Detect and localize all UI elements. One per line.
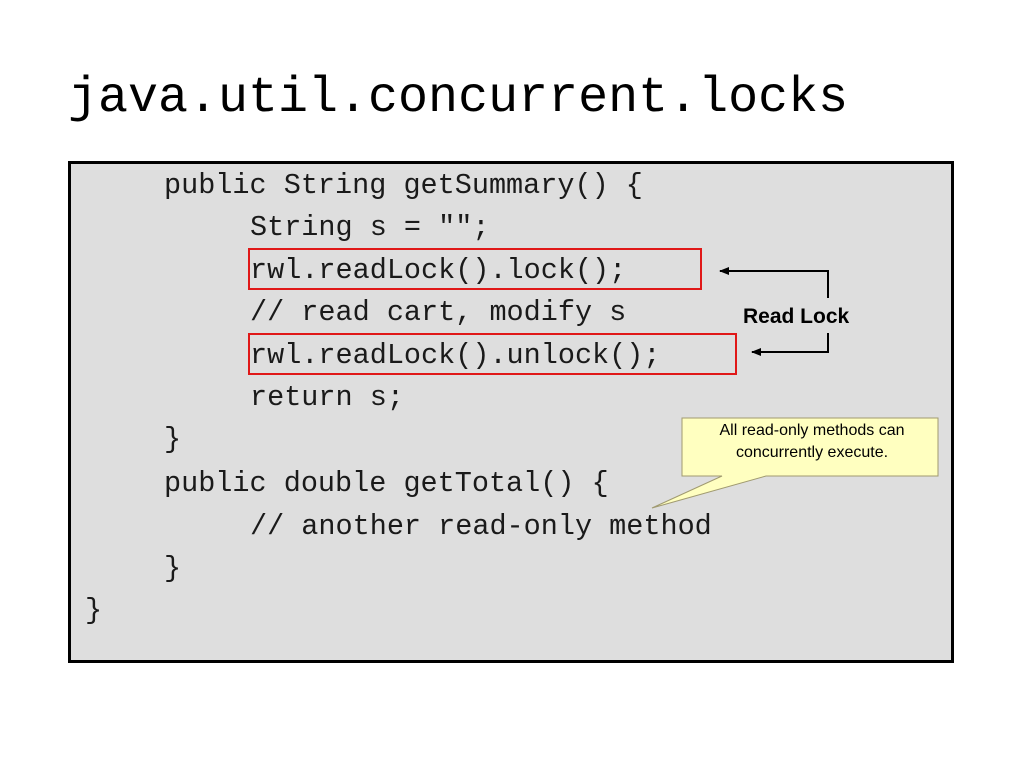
read-lock-bracket-arrow [719,267,829,298]
slide-title: java.util.concurrent.locks [68,70,849,127]
callout-bubble [651,417,939,509]
code-line-11: } [85,594,103,627]
code-line-1: public String getSummary() { [164,169,643,202]
code-line-7: } [164,423,182,456]
code-line-6: return s; [250,381,404,414]
code-line-3: rwl.readLock().lock(); [250,254,627,287]
code-line-9: // another read-only method [250,510,712,543]
code-line-2: String s = ""; [250,211,490,244]
code-line-5: rwl.readLock().unlock(); [250,339,661,372]
code-line-8: public double getTotal() { [164,467,609,500]
code-block: public String getSummary() { String s = … [68,161,954,663]
lock-call-highlight [248,248,702,290]
read-lock-label: Read Lock [743,305,850,328]
code-line-10: } [164,552,182,585]
unlock-call-highlight [248,333,737,375]
code-line-4: // read cart, modify s [250,296,627,329]
callout-text: All read-only methods can concurrently e… [719,422,905,461]
read-unlock-bracket-arrow [751,333,829,356]
